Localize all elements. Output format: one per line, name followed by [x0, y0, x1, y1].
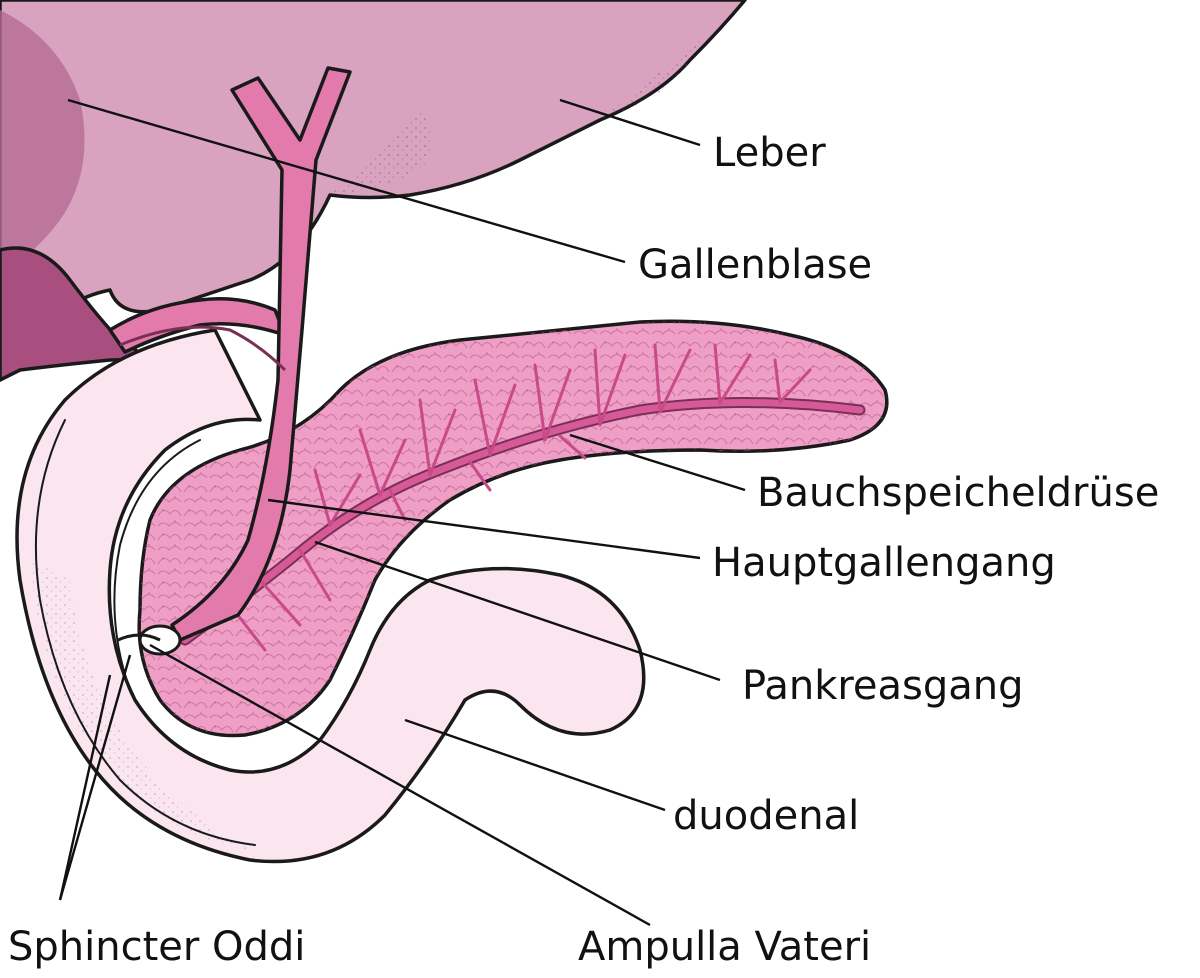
- ampulla: [117, 624, 182, 656]
- label-gallenblase: Gallenblase: [638, 242, 872, 288]
- leader-duodenal: [404, 718, 666, 812]
- leader-gallenblase: [67, 98, 626, 264]
- label-leber: Leber: [713, 130, 826, 176]
- gallbladder: [0, 246, 287, 382]
- leader-leber: [559, 98, 701, 147]
- label-bauchspeicheldruese: Bauchspeicheldrüse: [757, 470, 1159, 516]
- pancreatic-duct: [179, 343, 866, 652]
- common-bile-duct: [119, 66, 352, 642]
- label-hauptgallengang: Hauptgallengang: [712, 540, 1056, 586]
- liver: [0, 0, 747, 382]
- label-pankreasgang: Pankreasgang: [742, 663, 1024, 709]
- leader-sphincter-oddi-a: [58, 654, 132, 901]
- leader-bauchspeicheldruese: [569, 433, 746, 492]
- duodenum: [15, 328, 646, 864]
- label-ampulla-vateri: Ampulla Vateri: [578, 924, 871, 970]
- liver-left-lobe: [0, 10, 85, 270]
- leader-sphincter-oddi-b: [58, 674, 112, 901]
- label-sphincter-oddi: Sphincter Oddi: [8, 924, 305, 970]
- gallbladder-duct: [119, 325, 287, 372]
- leader-hauptgallengang: [267, 498, 701, 560]
- pancreas: [137, 319, 889, 738]
- leader-ampulla-vateri: [149, 643, 651, 927]
- leader-pankreasgang: [314, 540, 721, 682]
- label-duodenal: duodenal: [673, 793, 859, 839]
